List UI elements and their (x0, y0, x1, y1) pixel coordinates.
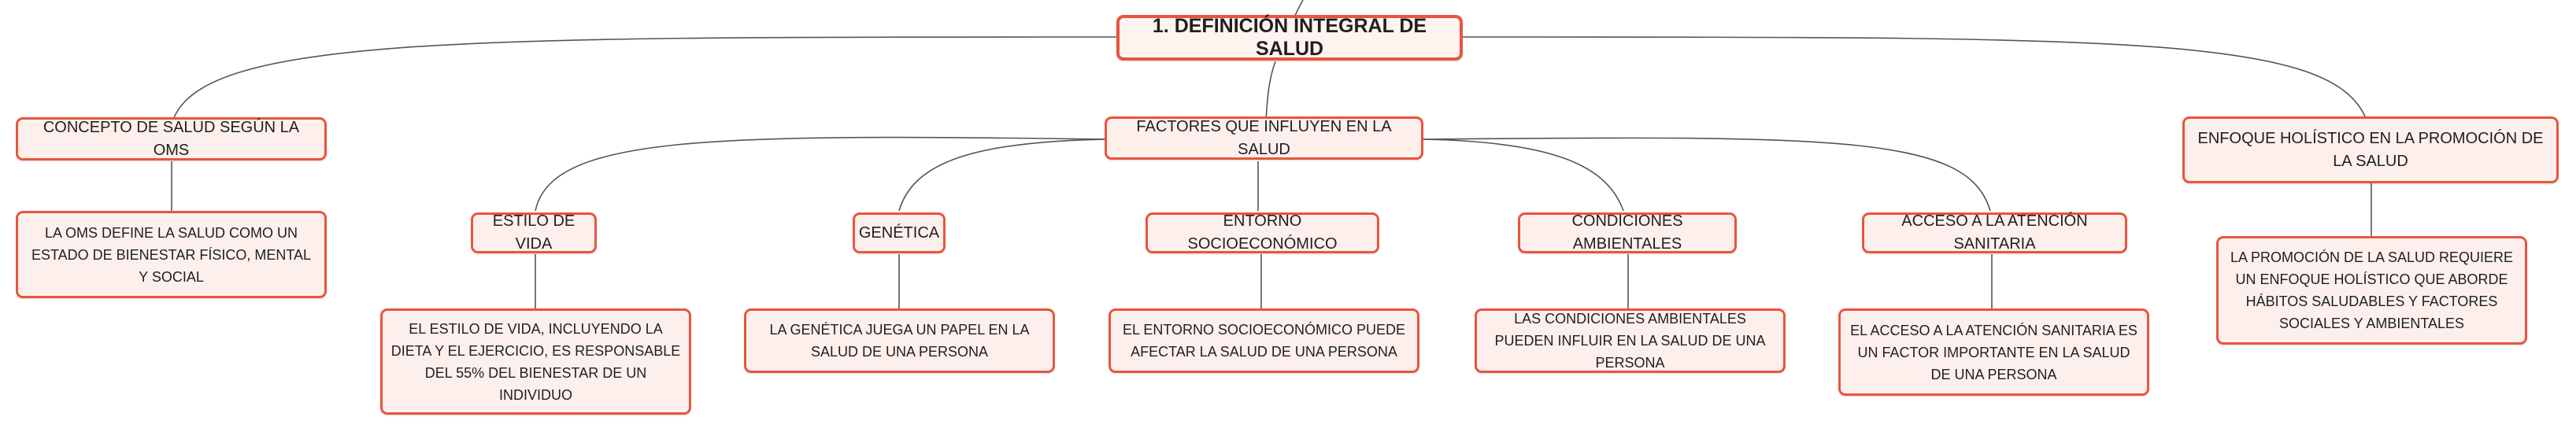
subtopic-label: ENTORNO SOCIOECONÓMICO (1187, 212, 1338, 253)
detail-estilo-de-vida[interactable]: EL ESTILO DE VIDA, INCLUYENDO LA DIETA Y… (380, 308, 691, 415)
detail-enfoque-holistico[interactable]: LA PROMOCIÓN DE LA SALUD REQUIERE UN ENF… (2216, 236, 2527, 345)
subtopic-entorno[interactable]: ENTORNO SOCIOECONÓMICO (1146, 212, 1379, 253)
subtopic-label: CONDICIONES AMBIENTALES (1571, 212, 1683, 253)
connector-root-enfoque (1462, 36, 2367, 119)
topic-label: FACTORES QUE INFLUYEN EN LA SALUD (1136, 117, 1392, 158)
connector-factores-estilo (535, 136, 1107, 212)
connector-factores-acceso (1423, 137, 1991, 212)
topic-factores[interactable]: FACTORES QUE INFLUYEN EN LA SALUD (1105, 116, 1423, 160)
detail-genetica[interactable]: LA GENÉTICA JUEGA UN PAPEL EN LA SALUD D… (744, 308, 1055, 373)
subtopic-acceso[interactable]: ACCESO A LA ATENCIÓN SANITARIA (1862, 212, 2127, 253)
detail-condiciones[interactable]: LAS CONDICIONES AMBIENTALES PUEDEN INFLU… (1475, 308, 1786, 373)
detail-text: LA OMS DEFINE LA SALUD COMO UN ESTADO DE… (31, 224, 312, 285)
topic-enfoque-holistico[interactable]: ENFOQUE HOLÍSTICO EN LA PROMOCIÓN DE LA … (2182, 116, 2559, 183)
detail-concepto-oms[interactable]: LA OMS DEFINE LA SALUD COMO UN ESTADO DE… (16, 211, 327, 298)
topic-concepto-oms[interactable]: CONCEPTO DE SALUD SEGÚN LA OMS (16, 117, 327, 161)
detail-text: LA PROMOCIÓN DE LA SALUD REQUIERE UN ENF… (2230, 249, 2514, 331)
detail-entorno[interactable]: EL ENTORNO SOCIOECONÓMICO PUEDE AFECTAR … (1108, 308, 1419, 373)
subtopic-label: ESTILO DE VIDA (492, 212, 576, 253)
connector-root-oms (172, 36, 1119, 120)
detail-text: EL ENTORNO SOCIOECONÓMICO PUEDE AFECTAR … (1122, 322, 1406, 360)
detail-text: LA GENÉTICA JUEGA UN PAPEL EN LA SALUD D… (769, 322, 1030, 360)
topic-label: CONCEPTO DE SALUD SEGÚN LA OMS (43, 118, 300, 159)
root-label: 1. DEFINICIÓN INTEGRAL DE SALUD (1152, 15, 1427, 60)
connector-root-factores (1265, 61, 1276, 121)
root-node[interactable]: 1. DEFINICIÓN INTEGRAL DE SALUD (1116, 15, 1463, 61)
detail-text: EL ACCESO A LA ATENCIÓN SANITARIA ES UN … (1850, 322, 2137, 382)
detail-text: EL ESTILO DE VIDA, INCLUYENDO LA DIETA Y… (390, 320, 681, 403)
subtopic-genetica[interactable]: GENÉTICA (853, 212, 946, 253)
subtopic-label: ACCESO A LA ATENCIÓN SANITARIA (1901, 212, 2088, 253)
subtopic-estilo-de-vida[interactable]: ESTILO DE VIDA (471, 212, 597, 253)
topic-label: ENFOQUE HOLÍSTICO EN LA PROMOCIÓN DE LA … (2197, 129, 2544, 170)
subtopic-label: GENÉTICA (858, 223, 940, 242)
detail-text: LAS CONDICIONES AMBIENTALES PUEDEN INFLU… (1494, 311, 1766, 371)
subtopic-condiciones[interactable]: CONDICIONES AMBIENTALES (1518, 212, 1737, 253)
connector-root-parent (1294, 0, 1304, 17)
connector-factores-condiciones (1423, 138, 1624, 212)
detail-acceso[interactable]: EL ACCESO A LA ATENCIÓN SANITARIA ES UN … (1838, 308, 2149, 396)
connector-factores-genetica (898, 138, 1107, 212)
